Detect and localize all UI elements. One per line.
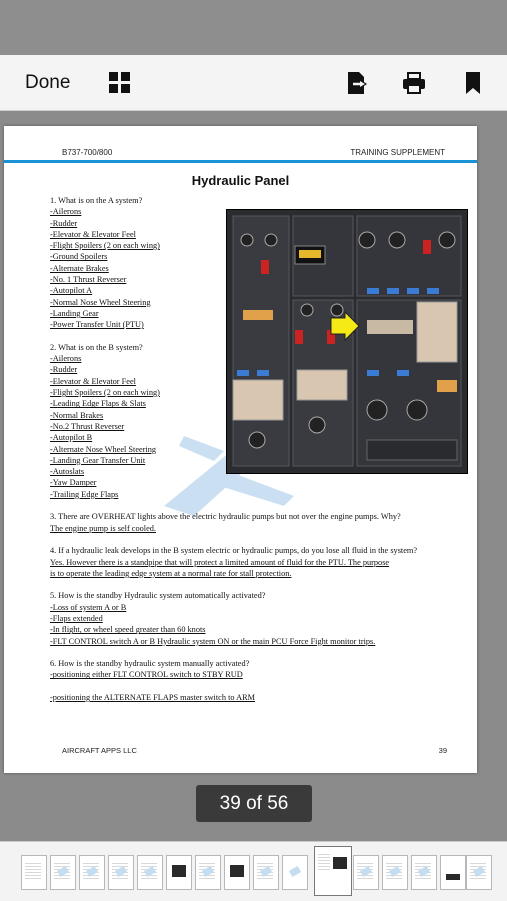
- page-thumbnail[interactable]: [195, 855, 221, 890]
- q2-answer: -Autopilot B: [50, 433, 93, 443]
- q1-answer: -Ground Spoilers: [50, 252, 108, 262]
- page-thumbnail[interactable]: [382, 855, 408, 890]
- q5-answer: -Flaps extended: [50, 613, 103, 623]
- q1-answer: -Elevator & Elevator Feel: [50, 229, 136, 239]
- status-bar: [0, 0, 507, 55]
- q1-answer: -Landing Gear: [50, 308, 99, 318]
- q3-answer: The engine pump is self cooled.: [50, 523, 156, 533]
- q1-answer: -Alternate Brakes: [50, 263, 109, 273]
- page-thumbnail[interactable]: [50, 855, 76, 890]
- page-thumbnail[interactable]: [166, 855, 192, 890]
- bookmark-icon[interactable]: [460, 70, 486, 96]
- q5-answer: -Loss of system A or B: [50, 602, 127, 612]
- hydraulic-panel-photo: [226, 209, 468, 474]
- q1-answer: -Rudder: [50, 218, 78, 228]
- page-thumbnail[interactable]: [440, 855, 466, 890]
- toolbar: Done: [0, 55, 507, 111]
- q2-answer: -Autoslats: [50, 467, 85, 477]
- print-icon[interactable]: [401, 70, 427, 96]
- page-thumbnail[interactable]: [411, 855, 437, 890]
- q6-answer: -positioning either FLT CONTROL switch t…: [50, 670, 243, 680]
- page-title: Hydraulic Panel: [191, 173, 290, 188]
- q2-answers: -Ailerons -Rudder -Elevator & Elevator F…: [50, 353, 450, 500]
- page-header-left: B737-700/800: [62, 148, 113, 157]
- page-thumbnail[interactable]: [253, 855, 279, 890]
- page-header-right: TRAINING SUPPLEMENT: [350, 148, 445, 157]
- q1-answer: -Power Transfer Unit (PTU): [50, 320, 144, 330]
- q2-answer: -Normal Brakes: [50, 410, 104, 420]
- page-thumbnail[interactable]: [282, 855, 308, 890]
- q1-answer: -No. 1 Thrust Reverser: [50, 275, 127, 285]
- q1-answer: -Autopilot A: [50, 286, 93, 296]
- q2-answer: -Flight Spoilers (2 on each wing): [50, 388, 160, 398]
- grid-icon[interactable]: [107, 70, 133, 96]
- pdf-page: B737-700/800 TRAINING SUPPLEMENT Hydraul…: [4, 126, 477, 773]
- page-thumbnail[interactable]: [108, 855, 134, 890]
- q4-answer: is to operate the leading edge system at…: [50, 568, 292, 578]
- page-thumbnail[interactable]: [353, 855, 379, 890]
- q5-answer: -In flight, or wheel speed greater than …: [50, 625, 206, 635]
- q5-answer: -FLT CONTROL switch A or B Hydraulic sys…: [50, 636, 376, 646]
- q2-answer: -Ailerons: [50, 354, 82, 364]
- q1-question: 1. What is on the A system?: [50, 196, 143, 205]
- page-footer-left: AIRCRAFT APPS LLC: [62, 746, 137, 755]
- thumbnail-strip[interactable]: [0, 841, 507, 901]
- q2-answer: -Elevator & Elevator Feel: [50, 376, 136, 386]
- q4-question: 4. If a hydraulic leak develops in the B…: [50, 546, 418, 556]
- header-rule: [4, 160, 477, 163]
- q6-question: 6. How is the standby hydraulic system m…: [50, 659, 250, 669]
- page-number: 39: [438, 746, 447, 755]
- page-thumbnail-current[interactable]: [314, 846, 352, 896]
- q2-answer: -Alternate Nose Wheel Steering: [50, 444, 157, 454]
- q2-answer: -Leading Edge Flaps & Slats: [50, 399, 146, 409]
- export-icon[interactable]: [344, 70, 370, 96]
- q1-answer: -Flight Spoilers (2 on each wing): [50, 241, 160, 251]
- page-indicator: 39 of 56: [196, 785, 312, 822]
- q4-answer: Yes. However there is a standpipe that w…: [50, 557, 390, 567]
- q6-answer: -positioning the ALTERNATE FLAPS master …: [50, 693, 256, 703]
- q2-answer: -Yaw Damper: [50, 478, 97, 488]
- q2-answer: -Landing Gear Transfer Unit: [50, 455, 146, 465]
- page-thumbnail[interactable]: [137, 855, 163, 890]
- body-text: 1. What is on the A system? -Ailerons -R…: [50, 195, 450, 703]
- document-viewer[interactable]: B737-700/800 TRAINING SUPPLEMENT Hydraul…: [0, 111, 507, 841]
- q2-answer: -Rudder: [50, 365, 78, 375]
- q3-question: 3. There are OVERHEAT lights above the e…: [50, 512, 401, 522]
- page-thumbnail[interactable]: [466, 855, 492, 890]
- page-thumbnail[interactable]: [79, 855, 105, 890]
- page-thumbnail[interactable]: [21, 855, 47, 890]
- q1-answers: -Ailerons -Rudder -Elevator & Elevator F…: [50, 206, 450, 330]
- page-thumbnail[interactable]: [224, 855, 250, 890]
- done-button[interactable]: Done: [25, 72, 71, 93]
- q1-answer: -Normal Nose Wheel Steering: [50, 297, 151, 307]
- q5-question: 5. How is the standby Hydraulic system a…: [50, 591, 266, 601]
- q2-question: 2. What is on the B system?: [50, 342, 143, 352]
- q2-answer: -No.2 Thrust Reverser: [50, 421, 125, 431]
- q2-answer: -Trailing Edge Flaps: [50, 489, 119, 499]
- q1-answer: -Ailerons: [50, 207, 82, 217]
